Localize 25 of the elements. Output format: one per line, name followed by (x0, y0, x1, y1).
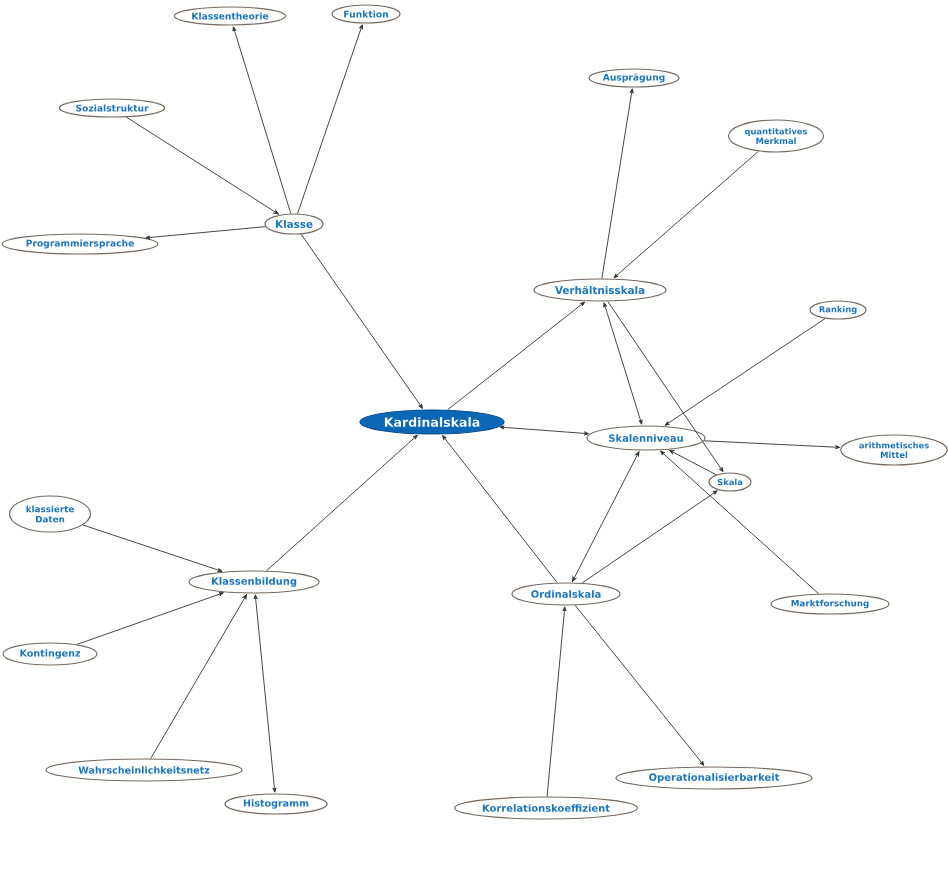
arrow (442, 435, 558, 583)
arrow (613, 151, 759, 279)
double-arrow (603, 302, 643, 425)
arrow (126, 116, 279, 215)
arrow (300, 233, 423, 409)
arrow (297, 24, 363, 214)
double-arrow (572, 451, 640, 582)
arrow (664, 318, 826, 426)
arrow (574, 604, 705, 766)
arrow (447, 301, 586, 411)
arrow (668, 449, 717, 476)
arrow (660, 450, 819, 595)
arrow (266, 434, 418, 572)
arrow (581, 490, 718, 584)
arrow (150, 594, 248, 759)
double-arrow (253, 594, 277, 793)
arrow (232, 26, 292, 214)
arrow (76, 592, 224, 645)
arrow (546, 606, 567, 797)
arrow (145, 226, 266, 240)
double-arrow (499, 425, 589, 436)
arrow (607, 301, 724, 473)
arrow (601, 88, 634, 279)
arrow (82, 524, 223, 572)
arrow (703, 440, 841, 450)
